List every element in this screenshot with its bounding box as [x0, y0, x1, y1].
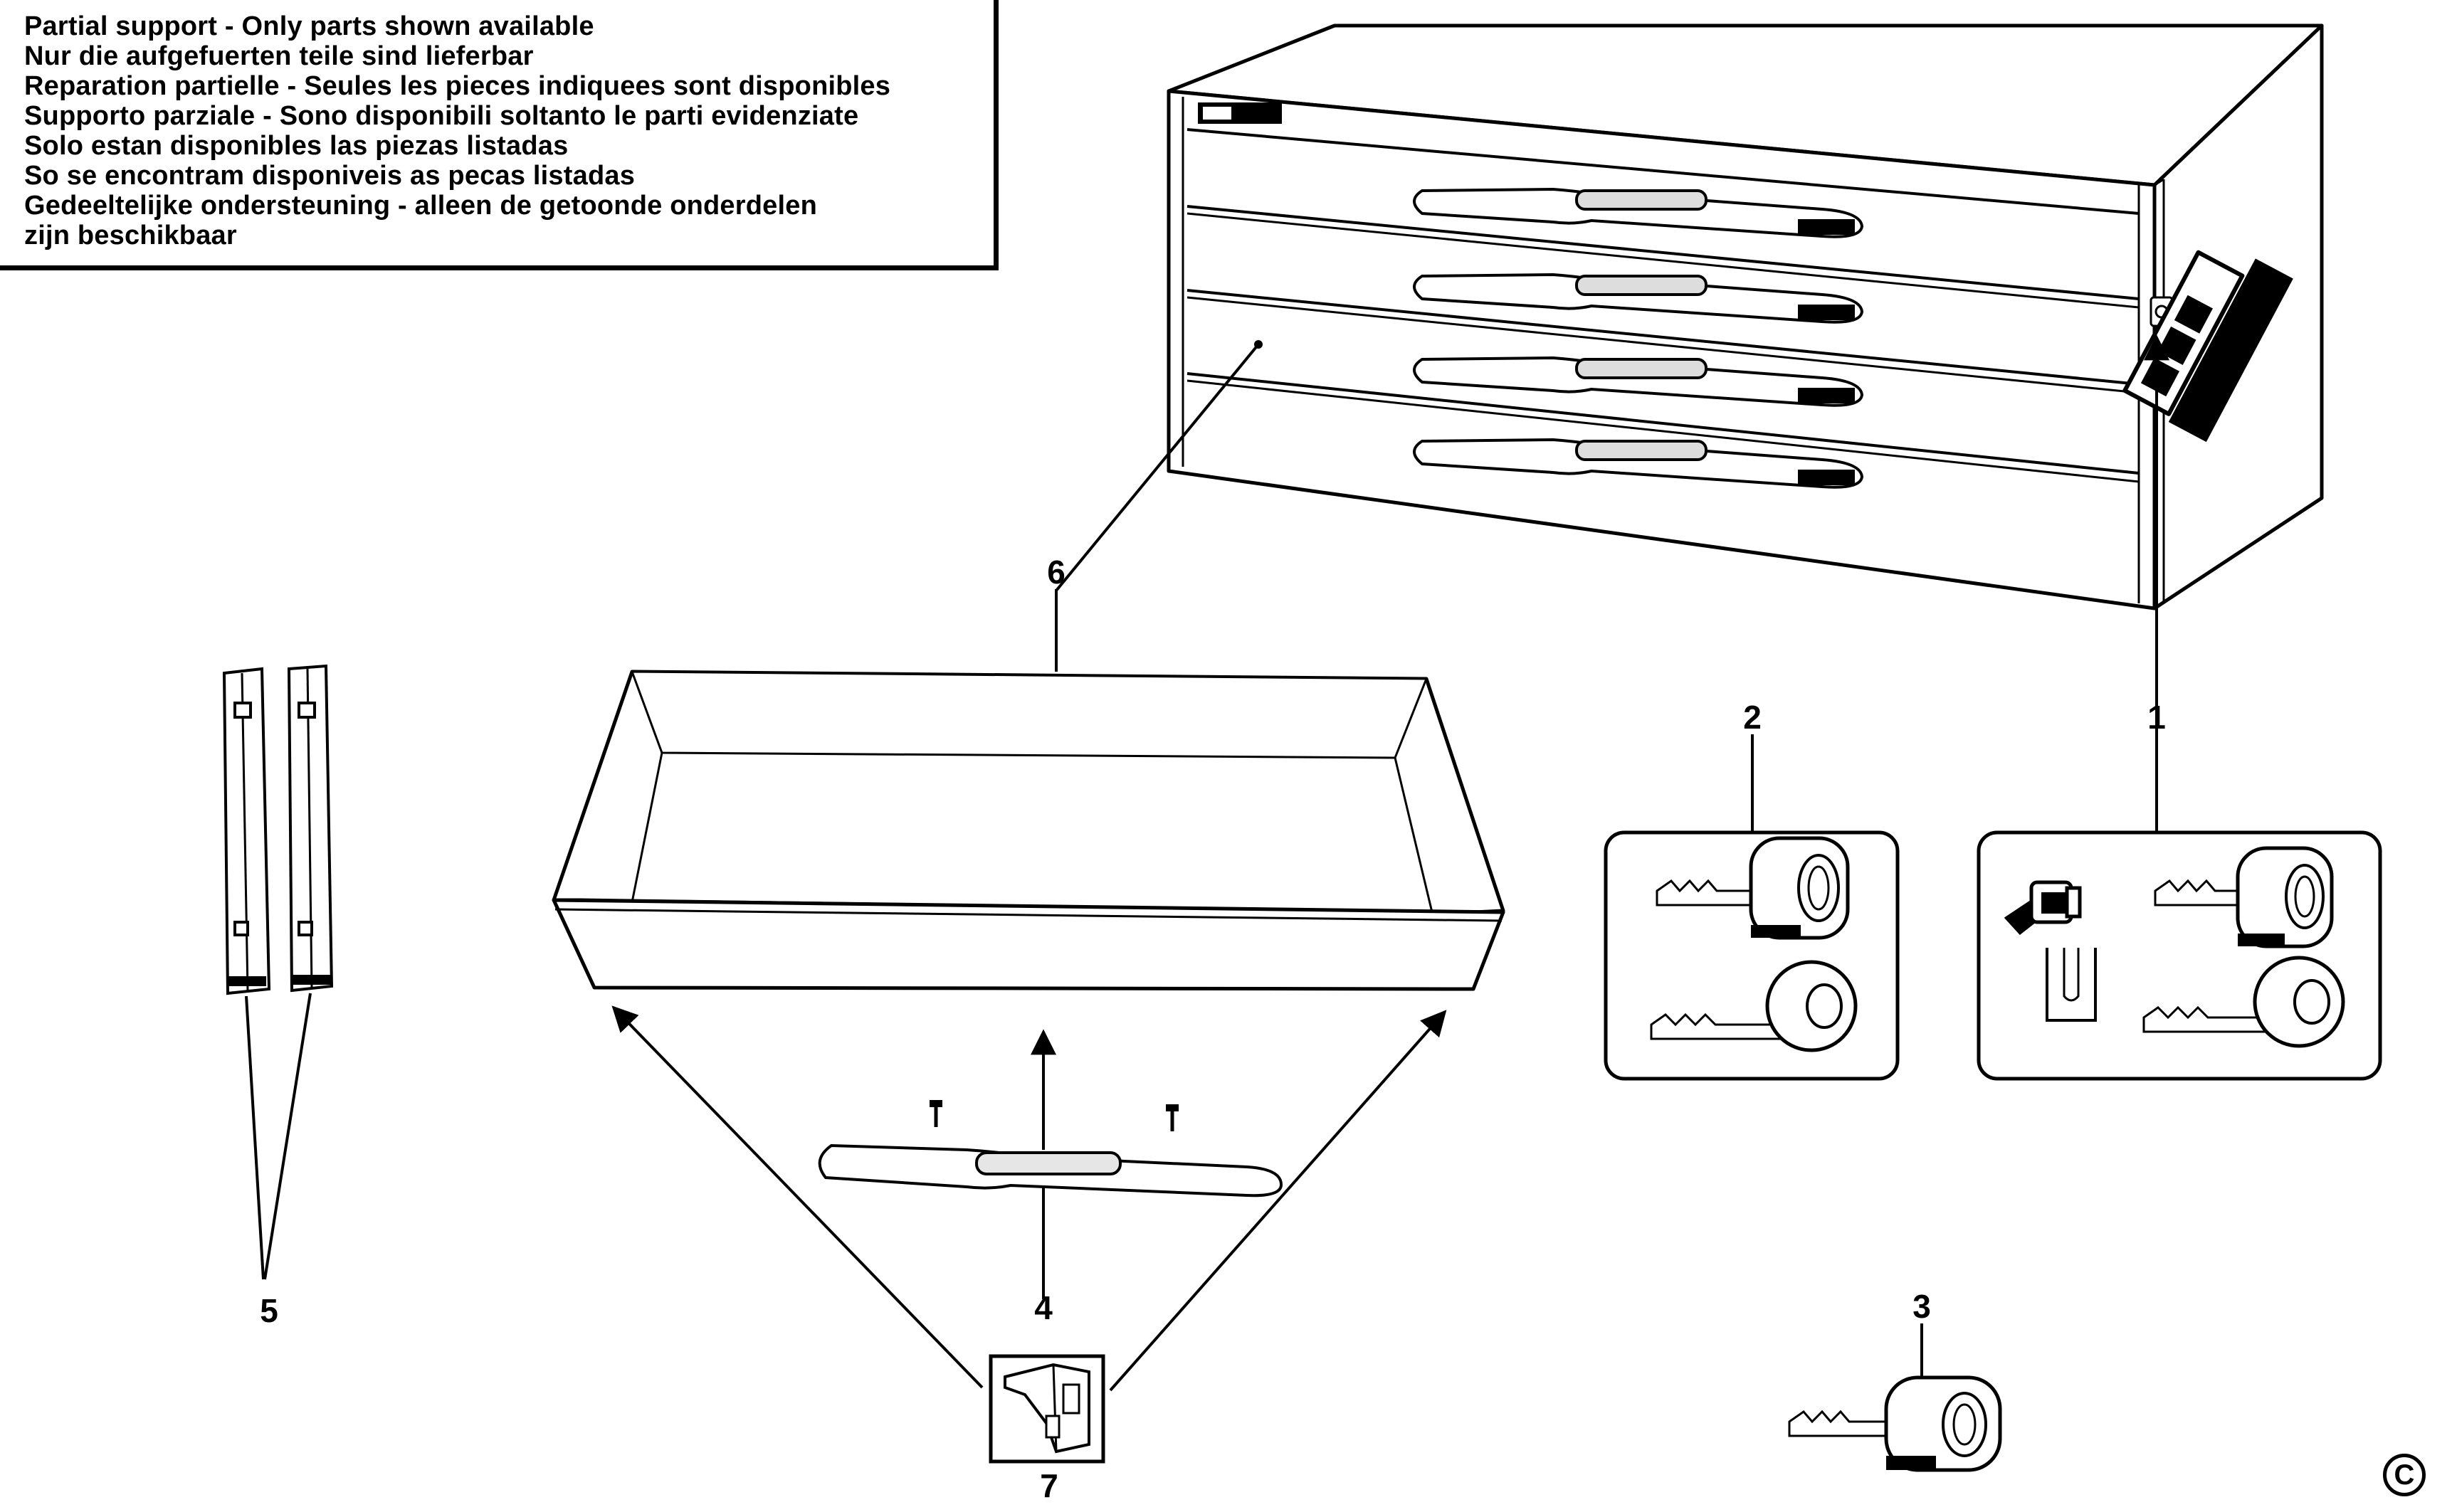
- notice-line-en: Partial support - Only parts shown avail…: [24, 11, 594, 41]
- partial-support-notice: Partial support - Only parts shown avail…: [0, 0, 999, 270]
- leader-5-right: [263, 993, 312, 1280]
- drawer-slide-right: [287, 664, 334, 993]
- lock-set-part-1: [1977, 830, 2382, 1081]
- lock-clip-icon: [2046, 948, 2097, 1022]
- leader-lines: [245, 334, 2169, 1392]
- callout-6: 6: [1047, 554, 1065, 591]
- callout-2: 2: [1743, 699, 1762, 736]
- key-blade-icon: [1656, 836, 1850, 940]
- tool-chest-cabinet: [1167, 23, 2324, 610]
- drawer-handle-part-4: [818, 1100, 1283, 1198]
- cabinet-front-face: [1167, 89, 2157, 610]
- notice-line-de: Nur die aufgefuerten teile sind lieferba…: [24, 41, 534, 71]
- drawer-handle-1: [1413, 187, 1864, 238]
- notice-line-nl-2: zijn beschikbaar: [24, 221, 237, 250]
- notice-line-es: Solo estan disponibles las piezas listad…: [24, 131, 569, 161]
- notice-line-nl: Gedeeltelijke ondersteuning - alleen de …: [24, 191, 818, 221]
- callout-4: 4: [1034, 1289, 1053, 1326]
- callout-5: 5: [260, 1292, 278, 1329]
- callout-1: 1: [2147, 699, 2166, 736]
- leader-5-left: [245, 995, 265, 1280]
- lock-key-blade-icon: [2154, 846, 2334, 948]
- arrow-7-right: [1109, 1010, 1447, 1392]
- lock-cylinder-part-icon: [2004, 880, 2082, 936]
- copyright-mark: C: [2383, 1454, 2426, 1496]
- notice-line-pt: So se encontram disponiveis as pecas lis…: [24, 161, 636, 191]
- notice-line-fr: Reparation partielle - Seules les pieces…: [24, 71, 891, 101]
- arrow-7-left: [611, 1005, 984, 1389]
- leader-6-to-cabinet: [1055, 343, 1260, 592]
- drawer-handle-3: [1413, 356, 1864, 407]
- side-decal-logo: [2122, 250, 2293, 443]
- round-key-icon: [1650, 960, 1858, 1052]
- drawer-front-panel: [552, 898, 1505, 991]
- drawer-handle-4: [1413, 438, 1864, 489]
- notice-line-it: Supporto parziale - Sono disponibili sol…: [24, 101, 859, 131]
- latch-part-7: [989, 1354, 1105, 1464]
- screw-right-icon: [1166, 1104, 1179, 1131]
- drawer-part-6: [552, 670, 1505, 991]
- callout-3: 3: [1912, 1288, 1931, 1325]
- drawer-slides-part-5: [222, 664, 334, 995]
- drawer-handle-2: [1413, 273, 1864, 324]
- drawer-slide-left: [222, 667, 271, 995]
- spare-key-part-3: [1788, 1375, 2002, 1472]
- cabinet-drawer-handles: [1413, 187, 1864, 489]
- screw-left-icon: [930, 1100, 942, 1127]
- lock-round-key-icon: [2142, 956, 2345, 1048]
- key-set-part-2: [1604, 830, 1900, 1081]
- callout-7: 7: [1040, 1467, 1058, 1504]
